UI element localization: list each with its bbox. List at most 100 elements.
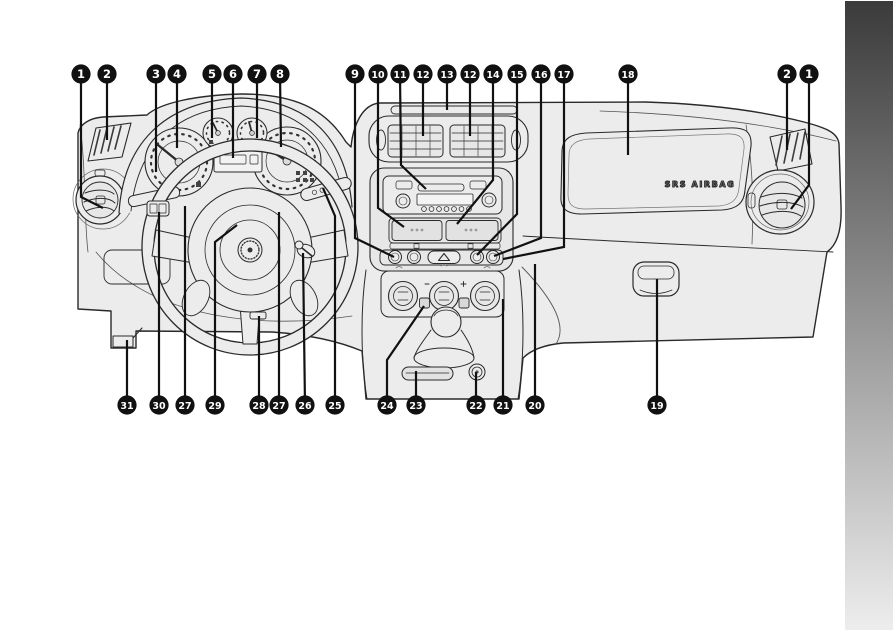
callout-27 bbox=[269, 395, 289, 415]
radio-knob-right bbox=[481, 192, 497, 208]
callout-12 bbox=[413, 64, 433, 84]
callout-number-10: 10 bbox=[371, 70, 385, 81]
storage-tray bbox=[401, 366, 454, 381]
leader-line-11 bbox=[398, 73, 427, 190]
callout-number-15: 15 bbox=[510, 70, 523, 81]
callout-31 bbox=[117, 395, 137, 415]
callout-number-18: 18 bbox=[621, 70, 635, 81]
callout-25 bbox=[325, 395, 345, 415]
hazard-button bbox=[427, 250, 461, 264]
callout-16 bbox=[531, 64, 551, 84]
temperature-knob bbox=[424, 280, 467, 312]
radio bbox=[382, 175, 503, 215]
callout-23 bbox=[406, 395, 426, 415]
callout-19 bbox=[647, 395, 667, 415]
leader-line-29 bbox=[213, 224, 238, 405]
callout-number-19: 19 bbox=[650, 401, 663, 412]
callout-number-22: 22 bbox=[469, 401, 482, 412]
callout-30 bbox=[149, 395, 169, 415]
callout-number-2: 2 bbox=[783, 67, 791, 81]
right-side-vent bbox=[745, 169, 815, 235]
leader-line-9 bbox=[353, 74, 395, 258]
callout-21 bbox=[493, 395, 513, 415]
alfa-romeo-badge bbox=[237, 237, 263, 263]
recirculation-button bbox=[419, 297, 430, 309]
leader-line-25 bbox=[321, 187, 337, 405]
rear-defrost-button bbox=[458, 297, 470, 309]
callout-number-8: 8 bbox=[276, 67, 284, 81]
callout-number-17: 17 bbox=[557, 70, 570, 81]
callout-1 bbox=[799, 64, 819, 84]
leader-line-17 bbox=[502, 74, 566, 261]
callout-number-23: 23 bbox=[409, 401, 422, 412]
callout-number-6: 6 bbox=[229, 67, 237, 81]
callout-15 bbox=[507, 64, 527, 84]
callout-number-27: 27 bbox=[272, 401, 285, 412]
callout-number-5: 5 bbox=[208, 67, 216, 81]
cassette-slot bbox=[417, 183, 465, 192]
callout-4 bbox=[167, 64, 187, 84]
callout-number-9: 9 bbox=[351, 67, 359, 81]
callout-number-24: 24 bbox=[380, 401, 394, 412]
callout-number-26: 26 bbox=[298, 401, 312, 412]
right-defroster-vent bbox=[769, 128, 813, 172]
leader-line-16 bbox=[493, 74, 543, 258]
distribution-knob bbox=[469, 280, 501, 312]
lower-left-pocket bbox=[103, 249, 171, 285]
callout-number-16: 16 bbox=[534, 70, 548, 81]
callout-9 bbox=[345, 64, 365, 84]
climate-controls bbox=[380, 264, 505, 318]
hazard-triangle-icon bbox=[437, 252, 451, 262]
callout-22 bbox=[466, 395, 486, 415]
callout-number-7: 7 bbox=[253, 67, 261, 81]
callout-11 bbox=[390, 64, 410, 84]
callout-number-28: 28 bbox=[252, 401, 266, 412]
page-gradient-bar bbox=[845, 1, 893, 630]
passenger-airbag-panel: SRS AIRBAG bbox=[560, 127, 752, 215]
airbag-label: SRS AIRBAG bbox=[665, 180, 736, 189]
leader-line-24 bbox=[385, 305, 425, 405]
callout-18 bbox=[618, 64, 638, 84]
callout-number-11: 11 bbox=[393, 70, 406, 81]
center-vent-left bbox=[387, 124, 444, 158]
callout-13 bbox=[437, 64, 457, 84]
callout-number-1: 1 bbox=[77, 67, 85, 81]
callout-2 bbox=[97, 64, 117, 84]
center-vents bbox=[368, 115, 529, 163]
leader-line-14 bbox=[456, 74, 495, 225]
switch-row bbox=[379, 249, 504, 266]
center-vent-right bbox=[449, 124, 506, 158]
radio-buttons bbox=[421, 206, 472, 212]
callout-10 bbox=[368, 64, 388, 84]
callout-number-31: 31 bbox=[120, 401, 133, 412]
callout-number-4: 4 bbox=[173, 67, 181, 81]
callout-number-25: 25 bbox=[328, 401, 341, 412]
callout-1 bbox=[71, 64, 91, 84]
callout-5 bbox=[202, 64, 222, 84]
leader-line-1 bbox=[790, 74, 811, 210]
callout-number-20: 20 bbox=[528, 401, 542, 412]
callout-29 bbox=[205, 395, 225, 415]
callout-6 bbox=[223, 64, 243, 84]
center-stack bbox=[369, 167, 514, 318]
callout-number-21: 21 bbox=[496, 401, 509, 412]
callout-7 bbox=[247, 64, 267, 84]
dashboard-art: SRS AIRBAG bbox=[72, 93, 842, 400]
radio-display bbox=[416, 193, 474, 206]
callout-20 bbox=[525, 395, 545, 415]
gear-knob bbox=[430, 306, 462, 338]
callout-26 bbox=[295, 395, 315, 415]
glovebox-top-seam bbox=[522, 235, 834, 253]
leader-line-8 bbox=[278, 73, 283, 148]
callout-number-30: 30 bbox=[152, 401, 166, 412]
fuel-gauge bbox=[202, 117, 234, 149]
callout-number-27: 27 bbox=[178, 401, 191, 412]
callout-8 bbox=[270, 64, 290, 84]
callout-24 bbox=[377, 395, 397, 415]
leader-line-10 bbox=[376, 74, 405, 228]
callout-number-29: 29 bbox=[208, 401, 221, 412]
speedometer-needle bbox=[156, 143, 181, 164]
